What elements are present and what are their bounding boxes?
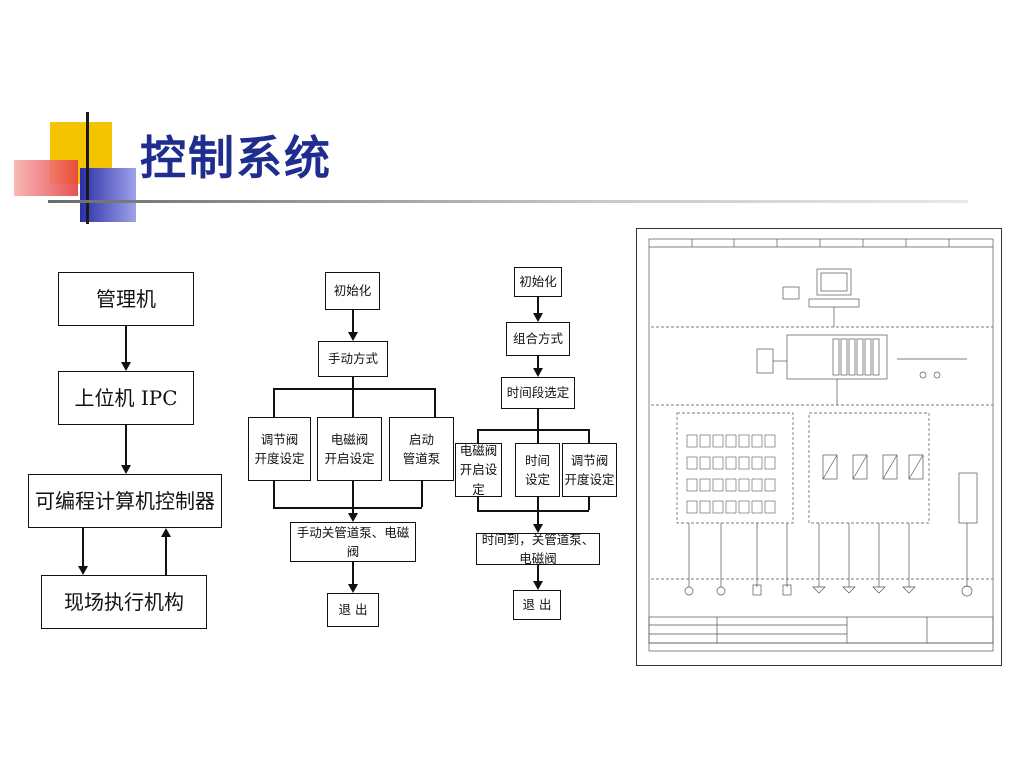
connector xyxy=(125,326,127,362)
arrow xyxy=(533,368,543,377)
arrow xyxy=(121,465,131,474)
arrow xyxy=(161,528,171,537)
node-valve-opening: 调节阀开度设定 xyxy=(562,443,617,497)
node-combined-mode: 组合方式 xyxy=(506,322,570,356)
connector xyxy=(352,562,354,584)
connector xyxy=(421,481,423,507)
node-field-actuator: 现场执行机构 xyxy=(41,575,207,629)
node-exit: 退 出 xyxy=(513,590,561,620)
decor-blue-square xyxy=(80,168,136,222)
node-manual-mode: 手动方式 xyxy=(318,341,388,377)
node-timeout-close: 时间到，关管道泵、电磁阀 xyxy=(476,532,600,566)
arrow xyxy=(348,513,358,522)
arrow xyxy=(348,584,358,593)
connector xyxy=(477,429,479,443)
node-management: 管理机 xyxy=(58,272,194,326)
connector xyxy=(125,425,127,465)
connector xyxy=(82,528,84,566)
arrow xyxy=(533,313,543,322)
connector xyxy=(273,481,275,507)
node-solenoid-open: 电磁阀开启设定 xyxy=(455,443,502,497)
connector xyxy=(434,388,436,417)
connector xyxy=(352,481,354,513)
arrow xyxy=(121,362,131,371)
connector xyxy=(477,510,589,512)
system-schematic-drawing xyxy=(636,228,1002,666)
connector xyxy=(537,409,539,429)
page-title: 控制系统 xyxy=(140,131,332,185)
connector xyxy=(537,297,539,313)
arrow xyxy=(533,581,543,590)
connector xyxy=(588,429,590,443)
node-manual-close: 手动关管道泵、电磁阀 xyxy=(290,522,416,562)
connector xyxy=(273,388,435,390)
arrow xyxy=(348,332,358,341)
decor-vertical-bar xyxy=(86,112,89,224)
node-valve-opening: 调节阀开度设定 xyxy=(248,417,311,481)
node-period-select: 时间段选定 xyxy=(501,377,575,409)
node-start-pump: 启动管道泵 xyxy=(389,417,454,481)
title-underline xyxy=(48,200,968,203)
connector xyxy=(165,537,167,575)
connector xyxy=(588,497,590,510)
connector xyxy=(352,310,354,332)
node-init: 初始化 xyxy=(514,267,562,297)
connector xyxy=(477,429,589,431)
connector xyxy=(273,507,422,509)
node-solenoid-open: 电磁阀开启设定 xyxy=(317,417,382,481)
node-init: 初始化 xyxy=(325,272,380,310)
node-upper-ipc: 上位机 IPC xyxy=(58,371,194,425)
connector xyxy=(537,356,539,368)
decor-red-square xyxy=(14,160,78,196)
schematic-svg xyxy=(648,238,994,652)
arrow xyxy=(78,566,88,575)
node-exit: 退 出 xyxy=(327,593,379,627)
connector xyxy=(352,377,354,388)
node-time-set: 时间设定 xyxy=(515,443,560,497)
connector xyxy=(273,388,275,417)
connector xyxy=(352,388,354,417)
connector xyxy=(477,497,479,510)
node-plc: 可编程计算机控制器 xyxy=(28,474,222,528)
connector xyxy=(537,429,539,443)
arrow xyxy=(533,524,543,533)
connector xyxy=(537,565,539,581)
connector xyxy=(537,497,539,524)
